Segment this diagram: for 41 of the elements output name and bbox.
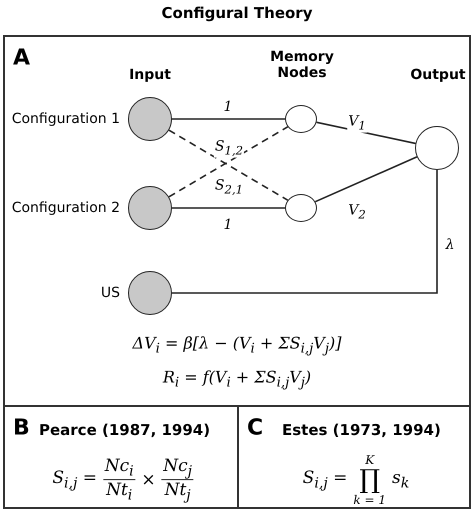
formula-term: S$_{i,j}$ = [52, 468, 98, 492]
numerator: Nc$_{j}$ [163, 456, 192, 480]
formula-term: S$_{i,j}$ = [302, 468, 348, 492]
denominator: Nt$_{i}$ [103, 480, 136, 504]
product-sign: ∏ [359, 467, 380, 493]
memory-node-circle [285, 105, 317, 133]
edge-label: V$_{2}$ [347, 202, 367, 222]
connector-line [316, 122, 416, 144]
panel-letter: A [13, 46, 30, 70]
output-node-circle [415, 126, 459, 170]
panel-letter: C [247, 416, 264, 440]
column-heading: Output [410, 67, 466, 83]
equation: R$_{i}$ = f(V$_{i}$ + ΣS$_{i,j}$V$_{j}$) [162, 367, 312, 391]
input-node-circle [128, 97, 172, 141]
denominator: Nt$_{j}$ [162, 480, 194, 504]
connector-line [172, 118, 285, 120]
lower-limit: k = 1 [353, 493, 386, 507]
column-heading: Memory Nodes [269, 49, 335, 81]
node-caption: Configuration 2 [12, 200, 120, 216]
memory-node-circle [285, 194, 317, 222]
equation: ΔV$_{i}$ = β[λ − (V$_{i}$ + ΣS$_{i,j}$V$_{j}$)] [132, 333, 342, 357]
node-caption: US [100, 285, 120, 301]
operator: × [141, 470, 156, 490]
numerator: Nc$_{i}$ [104, 456, 134, 480]
connector-line [172, 207, 285, 209]
input-node-circle [128, 271, 172, 315]
connector-line [172, 170, 438, 294]
upper-limit: K [365, 453, 374, 467]
input-node-circle [128, 186, 172, 230]
panel [3, 405, 239, 509]
node-caption: Configuration 1 [12, 111, 120, 127]
panel-heading: Estes (1973, 1994) [282, 421, 441, 439]
connector-line [314, 156, 418, 202]
column-heading: Input [129, 67, 171, 83]
panel [237, 405, 471, 509]
formula-term: s$_{k}$ [392, 468, 410, 492]
panel-letter: B [13, 416, 30, 440]
panel-heading: Pearce (1987, 1994) [39, 421, 210, 439]
edge-label: V$_{1}$ [347, 114, 367, 132]
edge-label: S$_{1,2}$ [214, 138, 244, 158]
title: Configural Theory [162, 4, 312, 22]
